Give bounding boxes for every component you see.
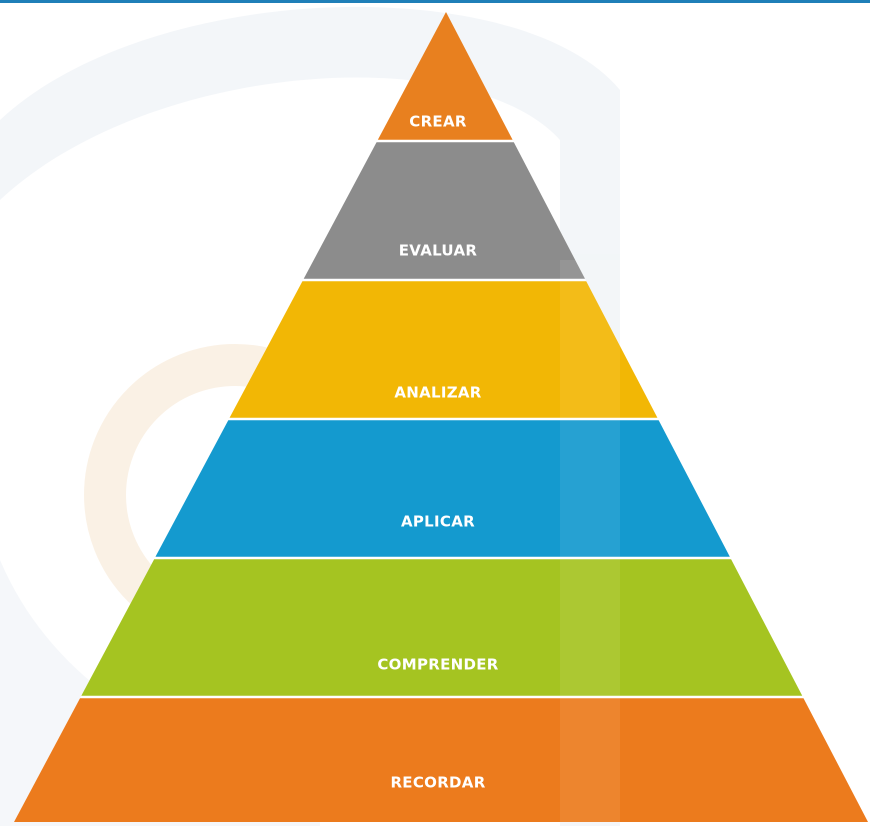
tier-label-aplicar: APLICAR — [401, 513, 475, 531]
watermark-arc — [0, 6, 620, 826]
tier-label-analizar: ANALIZAR — [394, 384, 481, 402]
tier-label-evaluar: EVALUAR — [399, 242, 478, 260]
pyramid-tier-aplicar — [155, 420, 730, 557]
watermark-stem-overlay — [560, 260, 620, 826]
pyramid-tier-comprender — [81, 559, 803, 696]
tier-label-comprender: COMPRENDER — [377, 656, 498, 674]
tier-label-recordar: RECORDAR — [390, 774, 485, 792]
pyramid-tier-crear — [377, 12, 513, 140]
pyramid-tier-evaluar — [303, 142, 585, 279]
pyramid-tier-recordar — [14, 698, 868, 822]
tier-label-crear: CREAR — [409, 113, 467, 131]
pyramid-tier-analizar — [229, 281, 658, 418]
top-border — [0, 0, 870, 3]
